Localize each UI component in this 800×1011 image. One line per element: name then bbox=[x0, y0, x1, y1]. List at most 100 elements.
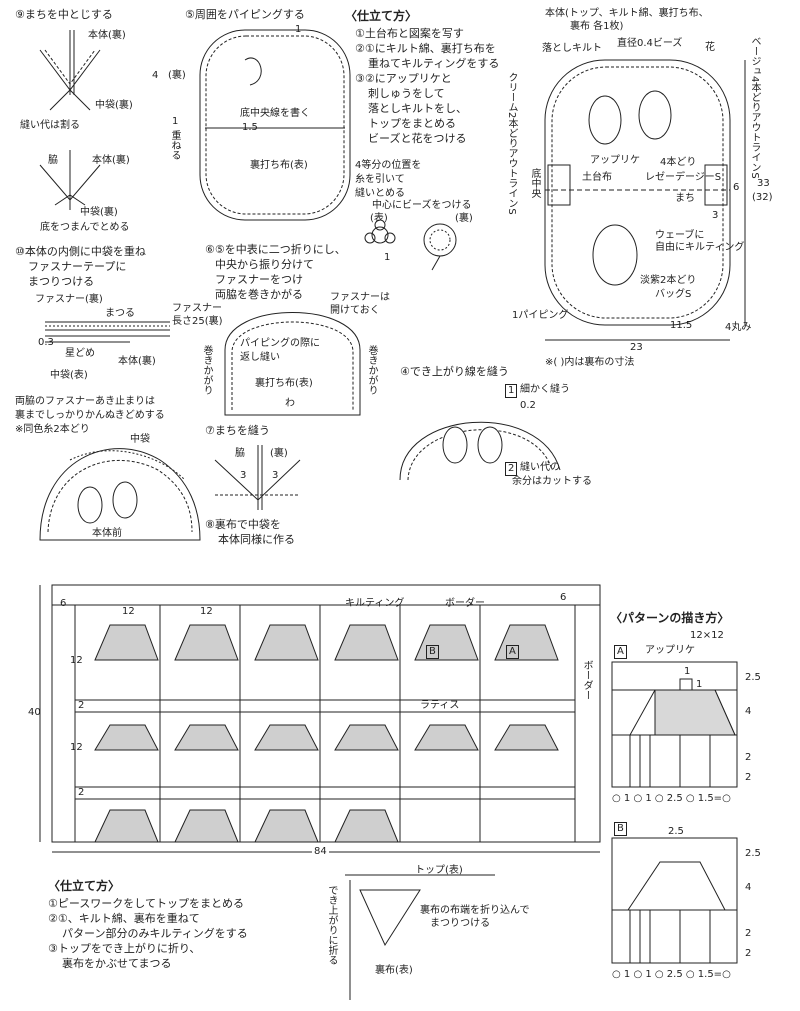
step6-length: 長さ25(裏) bbox=[172, 316, 223, 327]
quilt-border-side: ボーダー bbox=[581, 660, 592, 700]
method1-s3e: ビーズと花をつける bbox=[368, 132, 467, 145]
step4-box2: 2 bbox=[505, 462, 518, 476]
body-wave2: 自由にキルティング bbox=[655, 242, 745, 253]
body-head2: 裏布 各1枚) bbox=[570, 21, 624, 32]
method1-title: 〈仕立て方〉 bbox=[345, 9, 418, 23]
pattern-b-2-5: 2.5 bbox=[745, 848, 761, 859]
step10-line3: まつりつける bbox=[28, 275, 95, 288]
step7-3a: 3 bbox=[240, 470, 247, 481]
step4-fine: 細かく縫う bbox=[520, 384, 570, 395]
quilt-12-a: 12 bbox=[122, 606, 135, 617]
method1-s3b: 刺しゅうをして bbox=[368, 87, 445, 100]
method1-s3d: トップをまとめる bbox=[368, 117, 456, 130]
pattern-a-2b: 2 bbox=[745, 772, 752, 783]
step6-line1: ⑥⑤を中表に二つ折りにし、 bbox=[205, 243, 346, 256]
quilt-40: 40 bbox=[28, 707, 41, 718]
label-0-3: 0.3 bbox=[38, 337, 54, 348]
pattern-a-2-5: 2.5 bbox=[745, 672, 761, 683]
method2-s2a: ②①、キルト綿、裏布を重ねて bbox=[48, 912, 200, 925]
label-body-back-3: 本体(裏) bbox=[118, 356, 156, 367]
pattern-a-label: A bbox=[614, 645, 627, 659]
body-applique: アップリケ bbox=[590, 155, 640, 166]
pattern-a-1a: 1 bbox=[684, 666, 691, 677]
body-bottom-center: 底中央 bbox=[529, 168, 540, 198]
quilt-2-b: 2 bbox=[78, 787, 85, 798]
method1-bead: 中心にビーズをつける bbox=[372, 200, 472, 211]
quilt-quilting: キルティング bbox=[345, 598, 405, 609]
label-body-back-2: 本体(裏) bbox=[92, 155, 130, 166]
step5-overlap: 重ねる bbox=[169, 130, 180, 160]
label-bottom-pinch: 底をつまんでとめる bbox=[40, 222, 130, 233]
pattern-b-bottom: ○ 1 ○ 1 ○ 2.5 ○ 1.5=○ bbox=[612, 969, 731, 980]
quilt-12-d: 12 bbox=[70, 742, 83, 753]
label-hoshidome: 星どめ bbox=[65, 348, 95, 359]
body-head1: 本体(トップ、キルト綿、裏打ち布、 bbox=[545, 8, 709, 19]
method1-s2b: 重ねてキルティングをする bbox=[368, 57, 500, 70]
step4-0-2: 0.2 bbox=[520, 400, 536, 411]
body-23: 23 bbox=[630, 342, 643, 353]
step5-one: 1 bbox=[172, 116, 179, 127]
step6-cloth: 裏打ち布(表) bbox=[255, 378, 313, 389]
method1-pos2: 糸を引いて bbox=[355, 174, 405, 185]
body-beige: ベージュ4本どりアウトラインS bbox=[749, 36, 760, 179]
method2-s1: ①ピースワークをしてトップをまとめる bbox=[48, 897, 244, 910]
body-base: 土台布 bbox=[582, 172, 612, 183]
pattern-a-1b: 1 bbox=[696, 679, 703, 690]
method2-title: 〈仕立て方〉 bbox=[48, 879, 121, 893]
tip-line1: 両脇のファスナーあき止まりは bbox=[15, 396, 155, 407]
method2-back2: まつりつける bbox=[430, 918, 491, 929]
pattern-a-bottom: ○ 1 ○ 1 ○ 2.5 ○ 1.5=○ bbox=[612, 793, 731, 804]
method2-s2b: パターン部分のみキルティングをする bbox=[62, 927, 248, 940]
step6-wa: わ bbox=[285, 398, 295, 409]
step6-edge1: パイピングの際に bbox=[240, 338, 320, 349]
body-lavender: 淡紫2本どり bbox=[640, 275, 697, 286]
step10-line2: ファスナーテープに bbox=[28, 260, 127, 273]
step5-1-5: 1.5 bbox=[242, 122, 258, 133]
pattern-b-2a: 2 bbox=[745, 928, 752, 939]
quilt-label-b: B bbox=[426, 645, 439, 659]
pattern-b-2-5-top: 2.5 bbox=[668, 826, 684, 837]
step8-line1: ⑧裏布で中袋を bbox=[205, 518, 281, 531]
step6-edge2: 返し縫い bbox=[240, 352, 280, 363]
step5-title: ⑤周囲をパイピングする bbox=[185, 8, 305, 21]
pattern-a-4: 4 bbox=[745, 706, 752, 717]
step7-waki: 脇 bbox=[235, 448, 245, 459]
body-6: 6 bbox=[733, 182, 740, 193]
body-piping: 1パイピング bbox=[512, 310, 569, 321]
step6-whip-left: 巻きかがり bbox=[201, 345, 212, 395]
pattern-b-label: B bbox=[614, 822, 627, 836]
pattern-b-2b: 2 bbox=[745, 948, 752, 959]
label-fastener-back: ファスナー(裏) bbox=[35, 294, 103, 305]
method1-s3a: ③②にアップリケと bbox=[355, 72, 452, 85]
step4-box1: 1 bbox=[505, 384, 518, 398]
body-round: 4丸み bbox=[725, 322, 752, 333]
pattern-a-2a: 2 bbox=[745, 752, 752, 763]
quilt-2-a: 2 bbox=[78, 700, 85, 711]
label-waki: 脇 bbox=[48, 155, 58, 166]
label-inner-front: 中袋(表) bbox=[50, 370, 88, 381]
quilt-border-top: ボーダー bbox=[445, 598, 485, 609]
label-body-front: 本体前 bbox=[92, 528, 122, 539]
step7-back: (裏) bbox=[270, 448, 288, 459]
quilt-lattice: ラティス bbox=[420, 700, 460, 711]
body-bag: バッグS bbox=[655, 289, 692, 300]
step7-3b: 3 bbox=[272, 470, 279, 481]
step8-line2: 本体同様に作る bbox=[218, 533, 295, 546]
step5-cloth: 裏打ち布(表) bbox=[250, 160, 308, 171]
method1-s1: ①土台布と図案を写す bbox=[355, 27, 464, 40]
step6-line3: ファスナーをつけ bbox=[215, 273, 303, 286]
label-inner-bag: 中袋 bbox=[130, 434, 150, 445]
body-wave1: ウェーブに bbox=[655, 230, 705, 241]
method1-s2a: ②①にキルト綿、裏打ち布を bbox=[355, 42, 496, 55]
quilt-label-a: A bbox=[506, 645, 519, 659]
pattern-title: 〈パターンの描き方〉 bbox=[610, 611, 730, 625]
method1-pos1: 4等分の位置を bbox=[355, 160, 422, 171]
body-cream: クリーム2本どりアウトラインS bbox=[506, 72, 517, 215]
method2-back1: 裏布の布端を折り込んで bbox=[420, 905, 530, 916]
body-drop-quilt: 落としキルト bbox=[542, 43, 602, 54]
method2-backcloth: 裏布(表) bbox=[375, 965, 413, 976]
quilt-12-c: 12 bbox=[70, 655, 83, 666]
method1-one: 1 bbox=[384, 252, 391, 263]
step6-whip-right: 巻きかがり bbox=[366, 345, 377, 395]
method1-front: (表) bbox=[370, 213, 388, 224]
